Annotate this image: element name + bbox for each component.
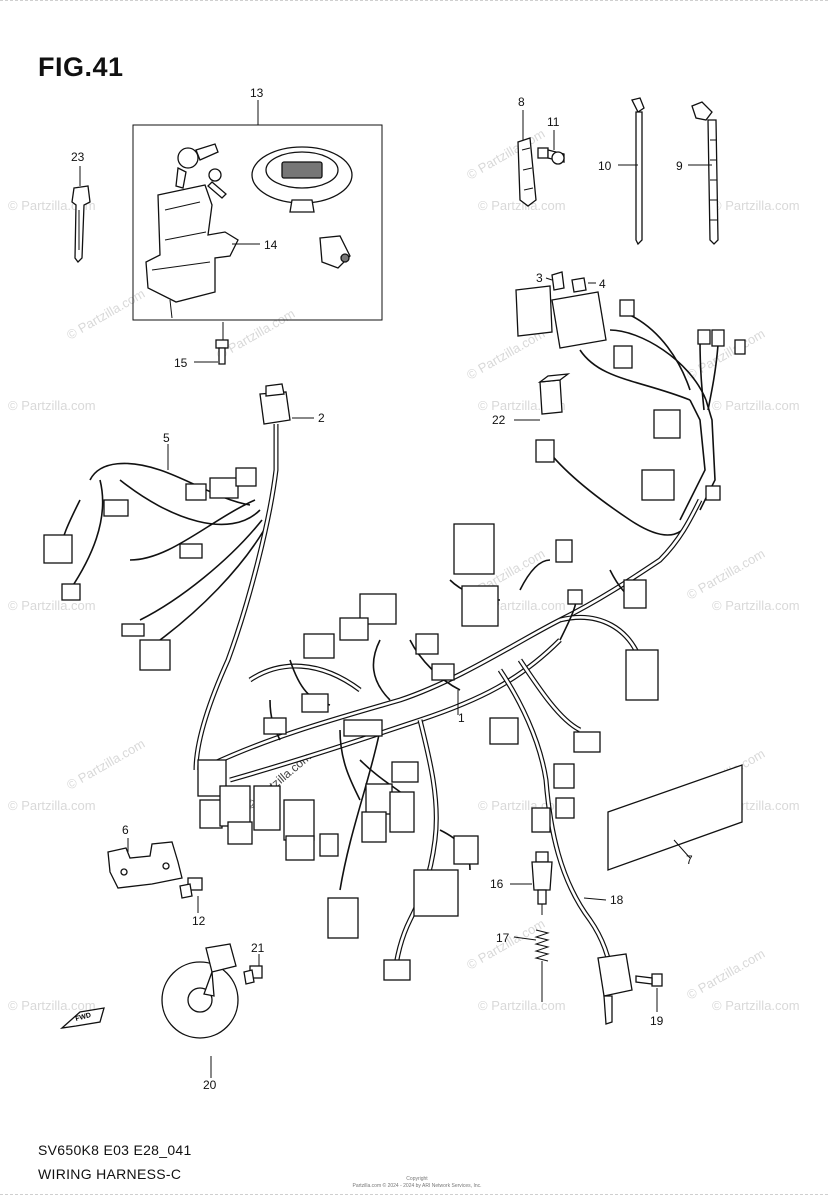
callout-2: 2 — [318, 411, 325, 425]
watermark-text: © Partzilla.com — [478, 198, 566, 213]
watermark-text: © Partzilla.com — [712, 398, 800, 413]
watermark-text: © Partzilla.com — [8, 798, 96, 813]
horn-20 — [161, 943, 239, 1039]
watermark-text: © Partzilla.com — [712, 998, 800, 1013]
callout-12: 12 — [192, 914, 206, 928]
watermark-text: © Partzilla.com — [684, 546, 767, 603]
watermark-text: © Partzilla.com — [712, 198, 800, 213]
callout-21: 21 — [251, 941, 265, 955]
copyright-line-1: Copyright — [406, 1176, 428, 1182]
callout-22: 22 — [492, 413, 506, 427]
forward-arrow: FWD — [59, 1007, 105, 1029]
callout-10: 10 — [598, 159, 612, 173]
callout-13: 13 — [250, 86, 264, 100]
watermark-text: © Partzilla.com — [464, 126, 547, 183]
callout-17: 17 — [496, 931, 510, 945]
bottom-border — [0, 1194, 828, 1197]
callout-9: 9 — [676, 159, 683, 173]
watermark-text: © Partzilla.com — [8, 598, 96, 613]
callout-23: 23 — [71, 150, 85, 164]
watermark-text: © Partzilla.com — [64, 286, 147, 343]
lock-set-box — [132, 124, 383, 321]
bolt-11 — [537, 147, 565, 165]
callout-11: 11 — [547, 115, 560, 129]
sensor-18 — [597, 953, 633, 1025]
callout-3: 3 — [536, 271, 543, 285]
label-sheet-7 — [607, 764, 743, 871]
bolt-21 — [243, 965, 263, 985]
relay-22 — [537, 373, 571, 415]
clip-4 — [571, 277, 587, 293]
watermark-text: © Partzilla.com — [478, 998, 566, 1013]
top-border — [0, 0, 828, 3]
tie-9 — [691, 101, 719, 245]
watermark-text: © Partzilla.com — [712, 598, 800, 613]
callout-16: 16 — [490, 877, 504, 891]
connector-2 — [193, 383, 291, 771]
upper-right-harness — [515, 285, 746, 536]
watermark-text: © Partzilla.com — [684, 946, 767, 1003]
callout-7: 7 — [686, 853, 693, 867]
left-sub-harness — [43, 462, 265, 671]
callout-19: 19 — [650, 1014, 664, 1028]
switch-16 — [531, 851, 553, 915]
callout-20: 20 — [203, 1078, 217, 1092]
callout-15: 15 — [174, 356, 188, 370]
watermark-text: © Partzilla.com — [478, 598, 566, 613]
callout-5: 5 — [163, 431, 170, 445]
callout-8: 8 — [518, 95, 525, 109]
section-title: WIRING HARNESS-C — [38, 1166, 182, 1182]
figure-title: FIG.41 — [38, 52, 124, 82]
bolt-15 — [215, 322, 229, 365]
clip-3 — [551, 271, 565, 291]
watermark-text: © Partzilla.com — [478, 798, 566, 813]
watermark-text: © Partzilla.com — [684, 326, 767, 383]
callout-18: 18 — [610, 893, 624, 907]
callout-labels: 1 2 3 4 5 6 7 8 9 10 11 12 13 14 15 16 1… — [71, 86, 693, 1092]
fwd-label: FWD — [75, 1012, 92, 1023]
spring-17 — [534, 929, 550, 1002]
clamp-8 — [517, 137, 537, 207]
tie-10 — [631, 97, 645, 246]
bolt-19 — [635, 973, 663, 987]
callout-14: 14 — [264, 238, 278, 252]
watermark-text: © Partzilla.com — [214, 306, 297, 363]
bracket-6 — [107, 841, 183, 889]
main-harness — [197, 498, 703, 981]
watermark-text: © Partzilla.com — [8, 398, 96, 413]
key-part — [71, 185, 91, 263]
callout-1: 1 — [458, 711, 465, 725]
bolt-12 — [179, 877, 203, 899]
model-code: SV650K8 E03 E28_041 — [38, 1142, 192, 1158]
watermark-text: © Partzilla.com — [64, 736, 147, 793]
callout-4: 4 — [599, 277, 606, 291]
leader-lines — [79, 100, 712, 1078]
watermark-text: © Partzilla.com — [8, 998, 96, 1013]
callout-6: 6 — [122, 823, 129, 837]
copyright-line-2: Partzilla.com © 2024 - 2024 by ARI Netwo… — [352, 1183, 482, 1189]
